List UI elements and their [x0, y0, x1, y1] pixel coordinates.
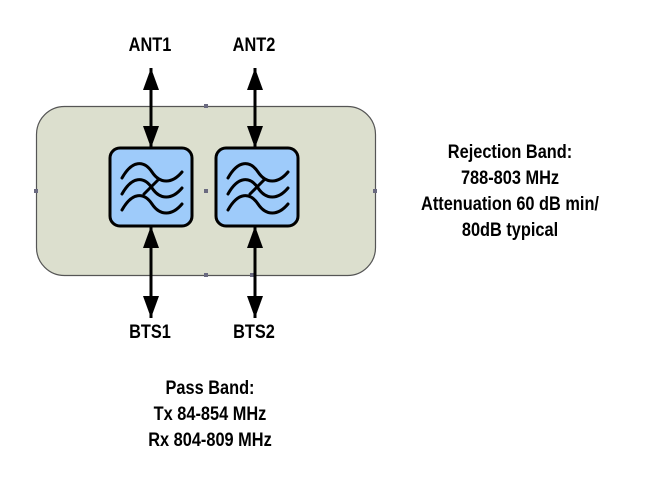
- rejection-band-text: Rejection Band: 788-803 MHz Attenuation …: [407, 140, 613, 244]
- wave-top: [226, 162, 290, 183]
- arrowhead-icon: [247, 296, 263, 318]
- ant1-label: ANT1: [128, 35, 172, 56]
- bts1-label: BTS1: [129, 322, 171, 343]
- pass-band-tx: Tx 84-854 MHz: [153, 404, 267, 425]
- bts2-label: BTS2: [233, 322, 275, 343]
- handle-bottom-2[interactable]: [250, 273, 254, 277]
- rejection-band-range: 788-803 MHz: [460, 168, 560, 189]
- arrowhead-icon: [247, 226, 263, 248]
- wave-bottom: [120, 194, 184, 215]
- arrowhead-icon: [247, 68, 263, 90]
- wave-top: [120, 162, 184, 183]
- bts1-arrow: [143, 226, 159, 318]
- wave-cross: [142, 178, 160, 196]
- handle-center[interactable]: [204, 189, 208, 193]
- filter-1[interactable]: [108, 146, 194, 228]
- ant1-arrow: [143, 68, 159, 148]
- arrowhead-icon: [143, 126, 159, 148]
- arrowhead-icon: [143, 226, 159, 248]
- arrowhead-icon: [143, 68, 159, 90]
- handle-bottom[interactable]: [204, 273, 208, 277]
- handle-left[interactable]: [34, 189, 38, 193]
- arrowhead-icon: [247, 126, 263, 148]
- arrowhead-icon: [143, 296, 159, 318]
- ant2-arrow: [247, 68, 263, 148]
- rejection-band-attenuation-typical: 80dB typical: [461, 220, 559, 241]
- selection-handles: [34, 104, 377, 277]
- pass-band-rx: Rx 804-809 MHz: [148, 430, 272, 451]
- filter-2[interactable]: [214, 146, 300, 228]
- rejection-band-title: Rejection Band:: [447, 142, 573, 163]
- bandpass-filter-icon: [226, 162, 290, 215]
- bts2-arrow: [247, 226, 263, 318]
- bandpass-filter-icon: [120, 162, 184, 215]
- ant2-label: ANT2: [232, 35, 276, 56]
- rejection-band-attenuation-min: Attenuation 60 dB min/: [421, 194, 599, 215]
- handle-top[interactable]: [204, 104, 208, 108]
- handle-right[interactable]: [373, 189, 377, 193]
- wave-bottom: [226, 194, 290, 215]
- pass-band-title: Pass Band:: [165, 378, 255, 399]
- pass-band-text: Pass Band: Tx 84-854 MHz Rx 804-809 MHz: [124, 376, 296, 454]
- wave-cross: [248, 178, 266, 196]
